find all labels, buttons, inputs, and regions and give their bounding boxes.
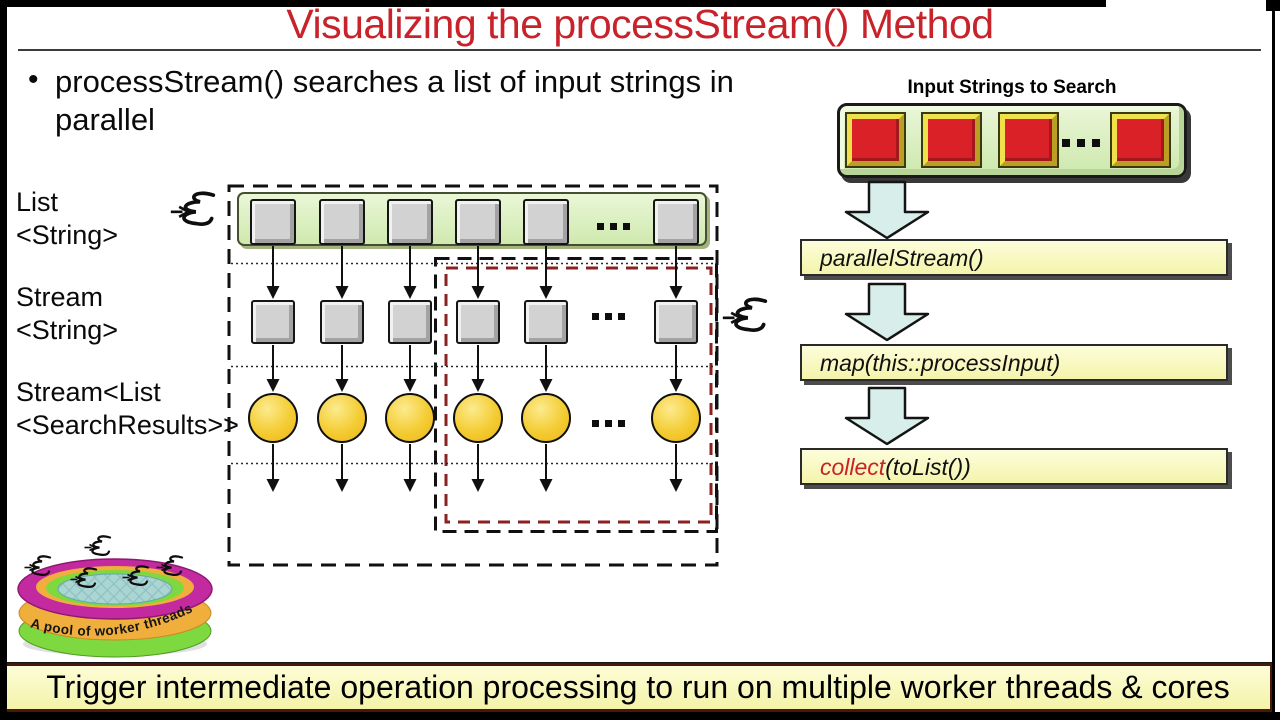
stream-element-square [456, 300, 500, 344]
ellipsis-dots [592, 420, 625, 427]
input-string-cell [1110, 112, 1171, 168]
list-element-square [455, 199, 501, 245]
label-line: Stream<List [16, 377, 161, 407]
search-result-circle [317, 393, 367, 443]
search-result-circle [651, 393, 701, 443]
frame-bar-left [0, 0, 7, 720]
page-title: Visualizing the processStream() Method [286, 1, 994, 47]
label-line: <String> [16, 220, 119, 250]
frame-bar-top [0, 0, 1106, 7]
list-element-square [250, 199, 296, 245]
ellipsis-dots [597, 223, 630, 230]
input-strings-header: Input Strings to Search [907, 77, 1117, 98]
stream-element-square [388, 300, 432, 344]
title-underline [18, 49, 1261, 51]
label-stream-searchresults: Stream<List <SearchResults>> [16, 376, 239, 442]
bullet-text: processStream() searches a list of input… [55, 64, 734, 137]
bullet-item: • processStream() searches a list of inp… [28, 63, 783, 139]
search-result-circle [453, 393, 503, 443]
pipeline-step-collect: collect(toList()) [800, 448, 1228, 485]
step-text: map(this::processInput) [820, 350, 1061, 376]
label-list-string: List <String> [16, 186, 118, 252]
input-string-cell [845, 112, 906, 168]
search-result-circle [521, 393, 571, 443]
pipeline-step-parallelstream: parallelStream() [800, 239, 1228, 276]
label-line: Stream [16, 282, 104, 312]
label-line: List [16, 187, 59, 217]
step-text: (toList()) [885, 454, 971, 480]
input-string-cell [921, 112, 982, 168]
bottom-banner: Trigger intermediate operation processin… [3, 663, 1273, 712]
step-text-red: collect [820, 454, 886, 480]
pipeline-step-map: map(this::processInput) [800, 344, 1228, 381]
frame-bar-corner [1266, 0, 1280, 11]
stream-element-square [654, 300, 698, 344]
list-element-square [523, 199, 569, 245]
stream-element-square [251, 300, 295, 344]
bullet-marker: • [28, 63, 39, 96]
frame-bar-bottom [0, 712, 1280, 720]
stream-element-square [524, 300, 568, 344]
stream-element-square [320, 300, 364, 344]
label-line: <String> [16, 315, 119, 345]
label-stream-string: Stream <String> [16, 281, 118, 347]
input-string-cell [998, 112, 1059, 168]
search-result-circle [385, 393, 435, 443]
ellipsis-dots [1062, 139, 1100, 147]
step-text: parallelStream() [820, 245, 984, 271]
list-element-square [653, 199, 699, 245]
search-result-circle [248, 393, 298, 443]
frame-bar-right [1272, 0, 1275, 720]
list-element-square [387, 199, 433, 245]
banner-text: Trigger intermediate operation processin… [46, 669, 1230, 705]
ellipsis-dots [592, 313, 625, 320]
label-line: <SearchResults>> [16, 410, 239, 440]
list-element-square [319, 199, 365, 245]
